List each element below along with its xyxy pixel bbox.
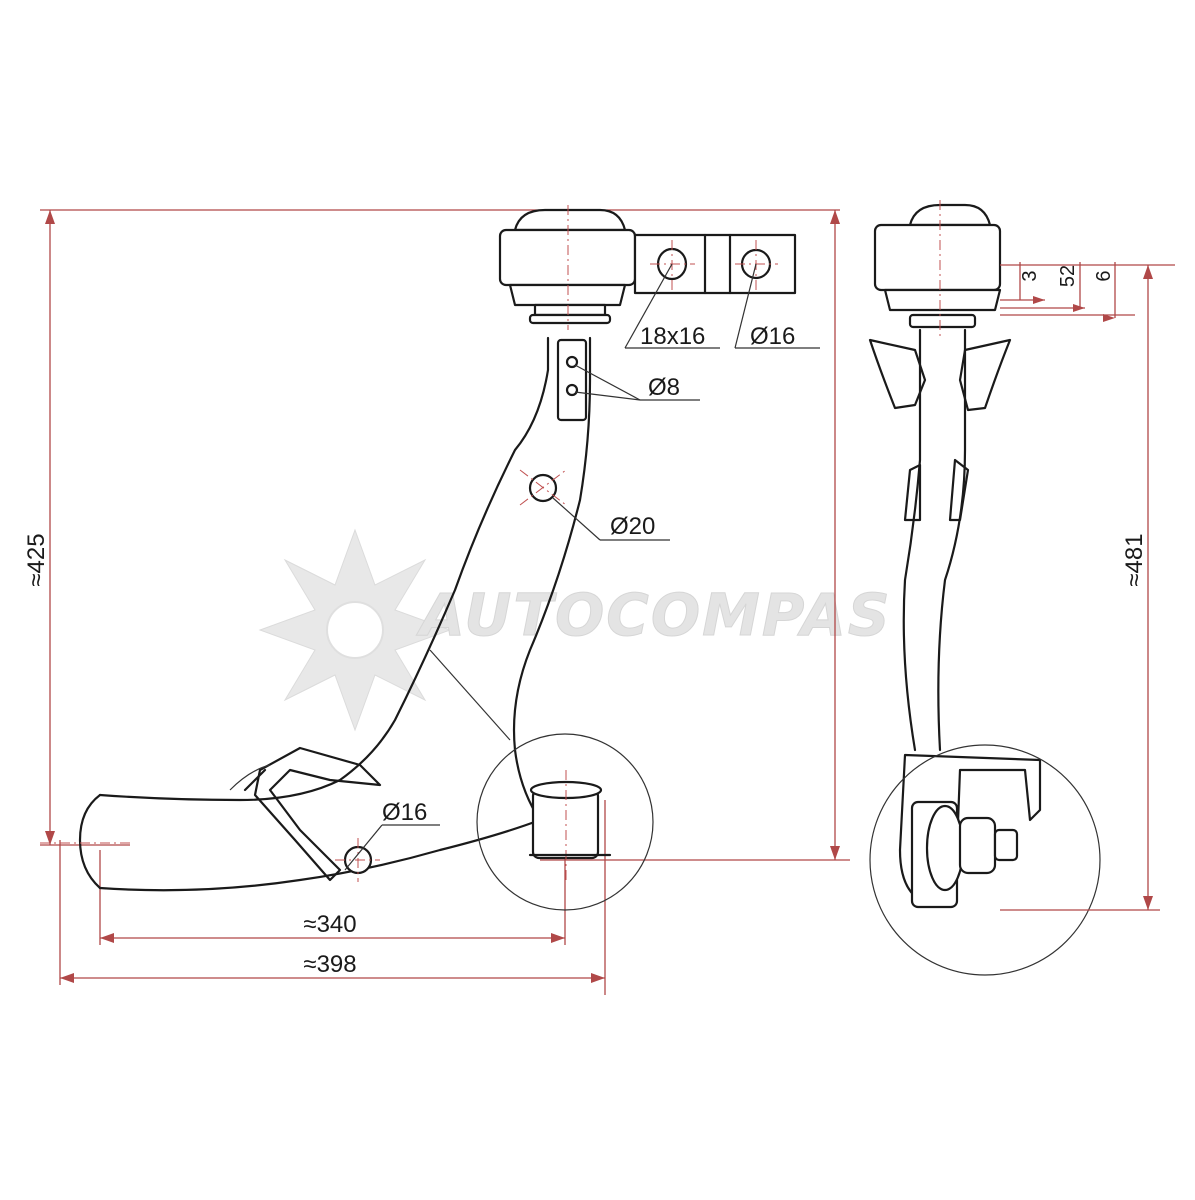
dim-hole-mid: Ø20 bbox=[610, 513, 655, 540]
side-view-part bbox=[868, 200, 1101, 976]
front-view-dimensions: ≈425 ≈340 ≈398 bbox=[23, 209, 850, 995]
dim-holes-small: Ø8 bbox=[648, 374, 680, 401]
dim-slot: 18x16 bbox=[640, 323, 705, 350]
side-view-dimensions: ≈481 3 52 6 bbox=[1000, 262, 1175, 911]
watermark: AUTOCOMPAS bbox=[258, 528, 892, 732]
dim-side-1: 3 bbox=[1019, 270, 1041, 281]
front-view-part bbox=[40, 205, 797, 911]
dim-height-front: ≈425 bbox=[23, 533, 50, 586]
dim-width-inner: ≈340 bbox=[303, 911, 356, 938]
dim-side-2: 52 bbox=[1057, 265, 1079, 287]
dim-hole-bottom: Ø16 bbox=[382, 799, 427, 826]
dim-height-side: ≈481 bbox=[1121, 533, 1148, 586]
dim-side-3: 6 bbox=[1093, 270, 1115, 281]
dim-hole-top-bracket: Ø16 bbox=[750, 323, 795, 350]
dim-width-outer: ≈398 bbox=[303, 951, 356, 978]
watermark-text: AUTOCOMPAS bbox=[416, 581, 892, 649]
front-view-callouts: 18x16 Ø16 Ø8 Ø20 Ø16 bbox=[344, 263, 820, 871]
watermark-gear-icon bbox=[258, 528, 452, 732]
